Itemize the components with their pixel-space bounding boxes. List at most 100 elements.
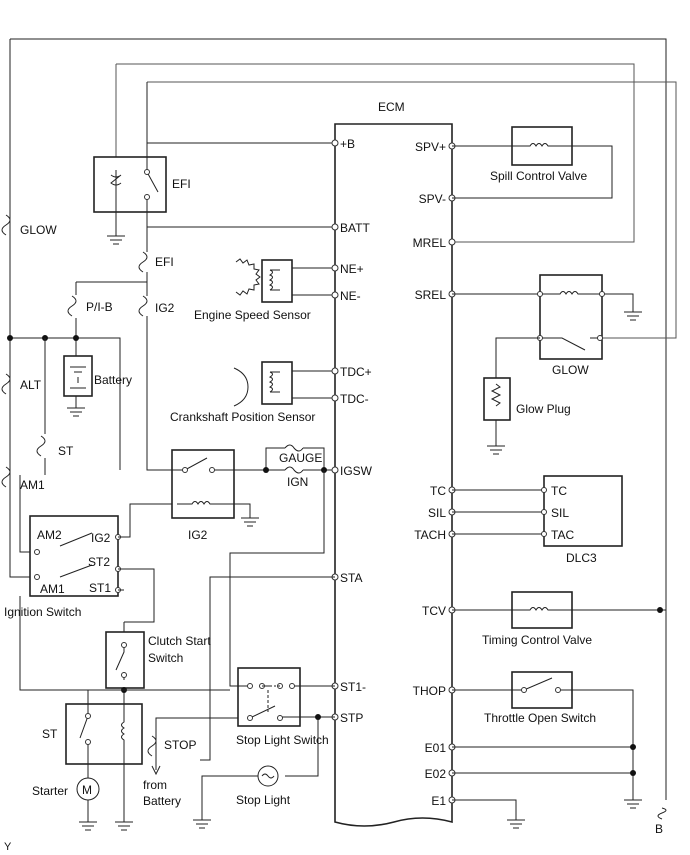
ig2-relay-label: IG2: [188, 528, 208, 542]
fuse-am1-icon: [1, 466, 11, 488]
wire-glow-feed: [147, 81, 677, 339]
starter-ground: [79, 770, 97, 831]
wire-ign-out: [118, 503, 177, 623]
glow-pin: [537, 291, 543, 297]
st-relay-box: [65, 703, 143, 765]
fuse-stop-label: STOP: [164, 738, 196, 752]
ground-icon: [67, 396, 85, 417]
dlc3-pin: [541, 531, 547, 537]
throttle-pin: [555, 687, 561, 693]
efi-coil-icon: [110, 174, 122, 186]
connector-b-break-icon: [657, 807, 667, 820]
glow-plug-resistor-icon: [490, 383, 502, 407]
wire-spv: [452, 145, 613, 199]
wire-tdc: [292, 370, 335, 399]
wire-st-relay-feed: [19, 596, 230, 691]
from-battery-arrow-icon: [151, 760, 161, 776]
ecm-pin-label: E01: [425, 741, 447, 755]
stop-light-switch-label: Stop Light Switch: [236, 733, 329, 747]
dlc3-pin: [541, 509, 547, 515]
efi-relay-box: [93, 156, 167, 213]
wire-thop: [452, 689, 642, 809]
stop-light-ground: [193, 775, 258, 829]
fuse-ign-label: IGN: [287, 475, 308, 489]
wire-ne: [292, 267, 335, 296]
throttle-open-switch-label: Throttle Open Switch: [484, 711, 596, 725]
wire-efi-ig2: [146, 227, 172, 471]
fuse-alt-label: ALT: [20, 378, 42, 392]
dlc3-pin-label: TC: [551, 484, 567, 498]
ecm-pin-label: NE+: [340, 262, 364, 276]
crankshaft-sensor-label: Crankshaft Position Sensor: [170, 410, 315, 424]
glow-pin: [599, 291, 605, 297]
ign-pin: [34, 574, 40, 580]
junction-dot: [315, 714, 321, 720]
junction-dot: [657, 607, 663, 613]
battery-box: [63, 355, 93, 397]
ecm-pin: [331, 394, 339, 402]
dlc3-box: [543, 475, 623, 547]
fuse-ig2-icon: [138, 295, 148, 317]
wire-plusb: [146, 82, 335, 144]
engine-speed-sensor-box: [261, 259, 293, 303]
ecm-pin-label: BATT: [340, 221, 370, 235]
ign-pin: [34, 549, 40, 555]
fuse-am1-label: AM1: [20, 478, 45, 492]
fuse-glow-label: GLOW: [20, 223, 57, 237]
fuse-gauge-icon: [284, 444, 304, 452]
fuse-pib-label: P/I-B: [86, 300, 113, 314]
ecm-pin-label: E02: [425, 767, 447, 781]
timing-valve-coil-icon: [512, 607, 572, 611]
junction-dot: [630, 744, 636, 750]
battery-label: Battery: [94, 373, 132, 387]
crankshaft-coil-icon: [268, 371, 280, 393]
ecm-pin-label: E1: [431, 794, 446, 808]
glow-pin: [597, 335, 603, 341]
sls-pin: [289, 683, 295, 689]
ecm-pin-label: SPV-: [419, 192, 446, 206]
wire-e1-ground: [452, 799, 525, 829]
ecm-pin-label: TACH: [414, 528, 446, 542]
ground-icon: [107, 235, 125, 245]
clutch-start-switch-label: Clutch Start: [148, 634, 211, 648]
starter-motor-glyph: M: [82, 783, 92, 797]
ecm-pin-label: TDC+: [340, 365, 372, 379]
crankshaft-sensor-box: [261, 361, 293, 405]
sls-pin: [277, 715, 283, 721]
ignition-switch-blades: [59, 532, 93, 578]
wire-mrel: [115, 63, 635, 243]
fuse-st-icon: [36, 435, 46, 457]
efi-relay-label: EFI: [172, 177, 191, 191]
dlc3-pin: [541, 487, 547, 493]
wire-top-outer: [10, 38, 667, 800]
ecm-box: [334, 123, 453, 827]
fuse-glow-icon: [1, 214, 11, 236]
dlc3-pin-label: SIL: [551, 506, 569, 520]
ecm-pin-label: SIL: [428, 506, 446, 520]
ground-icon: [234, 503, 259, 527]
corner-mark: Y: [4, 841, 12, 853]
wire-dlc3: [452, 489, 544, 535]
spill-valve-coil-icon: [512, 143, 572, 147]
ig2-pin: [209, 467, 215, 473]
ig2-pin: [182, 467, 188, 473]
sls-contact-2: [249, 705, 300, 719]
st-pin: [85, 739, 91, 745]
ecm-pin-label: THOP: [413, 684, 446, 698]
clutch-pin: [121, 672, 127, 678]
junction-dot: [263, 467, 269, 473]
ground-icon: [487, 420, 505, 455]
ecm-pin: [331, 291, 339, 299]
ecm-pin-label: MREL: [413, 236, 447, 250]
from-battery-label: from: [143, 778, 167, 792]
connector-b-label: B: [655, 822, 663, 836]
ecm-pin-label: ST1-: [340, 680, 366, 694]
efi-contact-pin: [144, 169, 150, 175]
fuse-efi-label: EFI: [155, 255, 174, 269]
wire-ign-fuses: [265, 447, 335, 471]
junction-dot: [630, 770, 636, 776]
glow-plug-label: Glow Plug: [516, 402, 571, 416]
junction-dot: [7, 335, 13, 341]
ecm-pin-label: TC: [430, 484, 446, 498]
